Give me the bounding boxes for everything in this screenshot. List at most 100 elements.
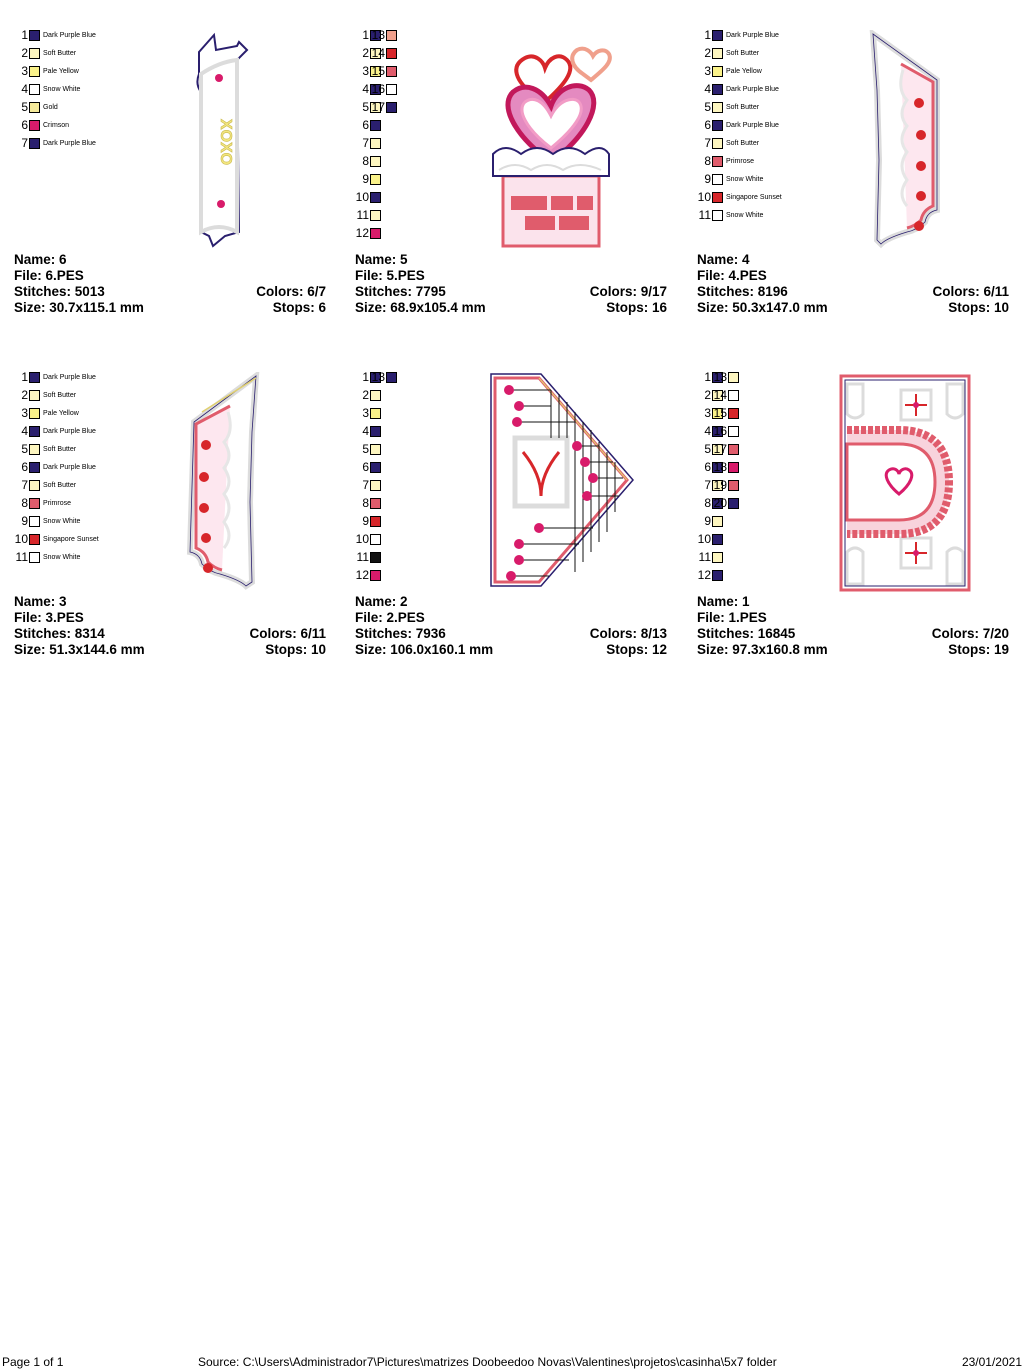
color-swatch xyxy=(370,137,381,149)
legend-number: 11 xyxy=(356,208,369,222)
legend-number: 8 xyxy=(704,154,711,168)
legend-number: 11 xyxy=(698,208,711,222)
legend-number: 7 xyxy=(362,136,369,150)
design-preview-6: XOXO xyxy=(196,32,249,248)
legend-number: 2 xyxy=(362,388,369,402)
legend-number: 9 xyxy=(362,514,369,528)
legend-row: 5 xyxy=(355,440,381,458)
legend-row: 8 xyxy=(697,494,723,512)
legend-number: 8 xyxy=(362,496,369,510)
legend-number: 7 xyxy=(704,136,711,150)
color-swatch xyxy=(712,389,723,401)
color-swatch xyxy=(728,389,739,401)
legend-row: 7 xyxy=(355,134,381,152)
legend-row: 17 xyxy=(713,440,739,458)
legend-number: 4 xyxy=(704,424,711,438)
color-swatch xyxy=(370,119,381,131)
color-swatch xyxy=(712,173,723,185)
color-swatch xyxy=(370,29,381,41)
legend-number: 3 xyxy=(21,64,28,78)
color-name: Gold xyxy=(43,103,58,111)
legend-row: 6 xyxy=(697,458,723,476)
legend-row: 10 xyxy=(355,188,381,206)
color-name: Dark Purple Blue xyxy=(726,121,779,129)
color-swatch xyxy=(370,371,381,383)
legend-number: 4 xyxy=(704,82,711,96)
footer-source-path: Source: C:\Users\Administrador7\Pictures… xyxy=(198,1355,777,1369)
color-name: Snow White xyxy=(726,175,764,183)
color-swatch xyxy=(712,461,723,473)
color-name: Pale Yellow xyxy=(43,409,79,417)
legend-number: 10 xyxy=(697,532,711,546)
legend-number: 6 xyxy=(21,460,28,474)
legend-number: 7 xyxy=(21,478,28,492)
color-swatch xyxy=(370,191,381,203)
design-file: File: 5.PES xyxy=(355,268,425,283)
color-name: Snow White xyxy=(43,517,81,525)
design-preview-4 xyxy=(869,30,940,249)
legend-number: 1 xyxy=(21,370,28,384)
legend-number: 7 xyxy=(704,478,711,492)
legend-number: 2 xyxy=(21,388,28,402)
color-swatch xyxy=(370,569,381,581)
design-colors: Colors: 8/13 xyxy=(589,626,667,641)
legend-number: 1 xyxy=(362,370,369,384)
color-swatch xyxy=(370,47,381,59)
design-size: Size: 30.7x115.1 mm xyxy=(14,300,144,315)
design-stitches: Stitches: 7936 xyxy=(355,626,446,641)
color-swatch xyxy=(712,137,723,149)
legend-row: 1 xyxy=(697,368,723,386)
legend-row: 17 xyxy=(371,98,397,116)
legend-row: 8 xyxy=(355,152,381,170)
color-swatch xyxy=(29,425,40,437)
legend-number: 8 xyxy=(21,496,28,510)
legend-row: 3 xyxy=(355,62,381,80)
legend-row: 6 xyxy=(355,458,381,476)
legend-number: 8 xyxy=(362,154,369,168)
design-stitches: Stitches: 5013 xyxy=(14,284,105,299)
legend-row: 3 Pale Yellow xyxy=(697,62,762,80)
legend-row: 12 xyxy=(355,566,381,584)
legend-number: 2 xyxy=(362,46,369,60)
color-swatch xyxy=(29,389,40,401)
legend-number: 4 xyxy=(362,82,369,96)
legend-number: 10 xyxy=(14,532,28,546)
legend-number: 3 xyxy=(704,64,711,78)
legend-number: 4 xyxy=(362,424,369,438)
legend-row: 13 xyxy=(713,368,739,386)
legend-number: 5 xyxy=(704,100,711,114)
color-name: Pale Yellow xyxy=(726,67,762,75)
legend-number: 13 xyxy=(371,28,385,42)
design-stops: Stops: 19 xyxy=(948,642,1009,657)
color-swatch xyxy=(712,191,723,203)
design-size: Size: 106.0x160.1 mm xyxy=(355,642,494,657)
color-swatch xyxy=(728,497,739,509)
legend-number: 3 xyxy=(704,406,711,420)
legend-number: 11 xyxy=(698,550,711,564)
color-name: Soft Butter xyxy=(43,445,77,453)
legend-number: 9 xyxy=(21,514,28,528)
legend-number: 6 xyxy=(362,118,369,132)
color-swatch xyxy=(370,479,381,491)
legend-number: 3 xyxy=(362,406,369,420)
legend-row: 18 xyxy=(713,458,739,476)
color-swatch xyxy=(370,173,381,185)
legend-row: 9 xyxy=(355,512,381,530)
legend-number: 11 xyxy=(356,550,369,564)
color-swatch xyxy=(29,479,40,491)
legend-number: 10 xyxy=(355,190,369,204)
color-swatch xyxy=(29,65,40,77)
color-swatch xyxy=(712,101,723,113)
legend-row: 1 xyxy=(355,368,381,386)
legend-row: 1 xyxy=(355,26,381,44)
